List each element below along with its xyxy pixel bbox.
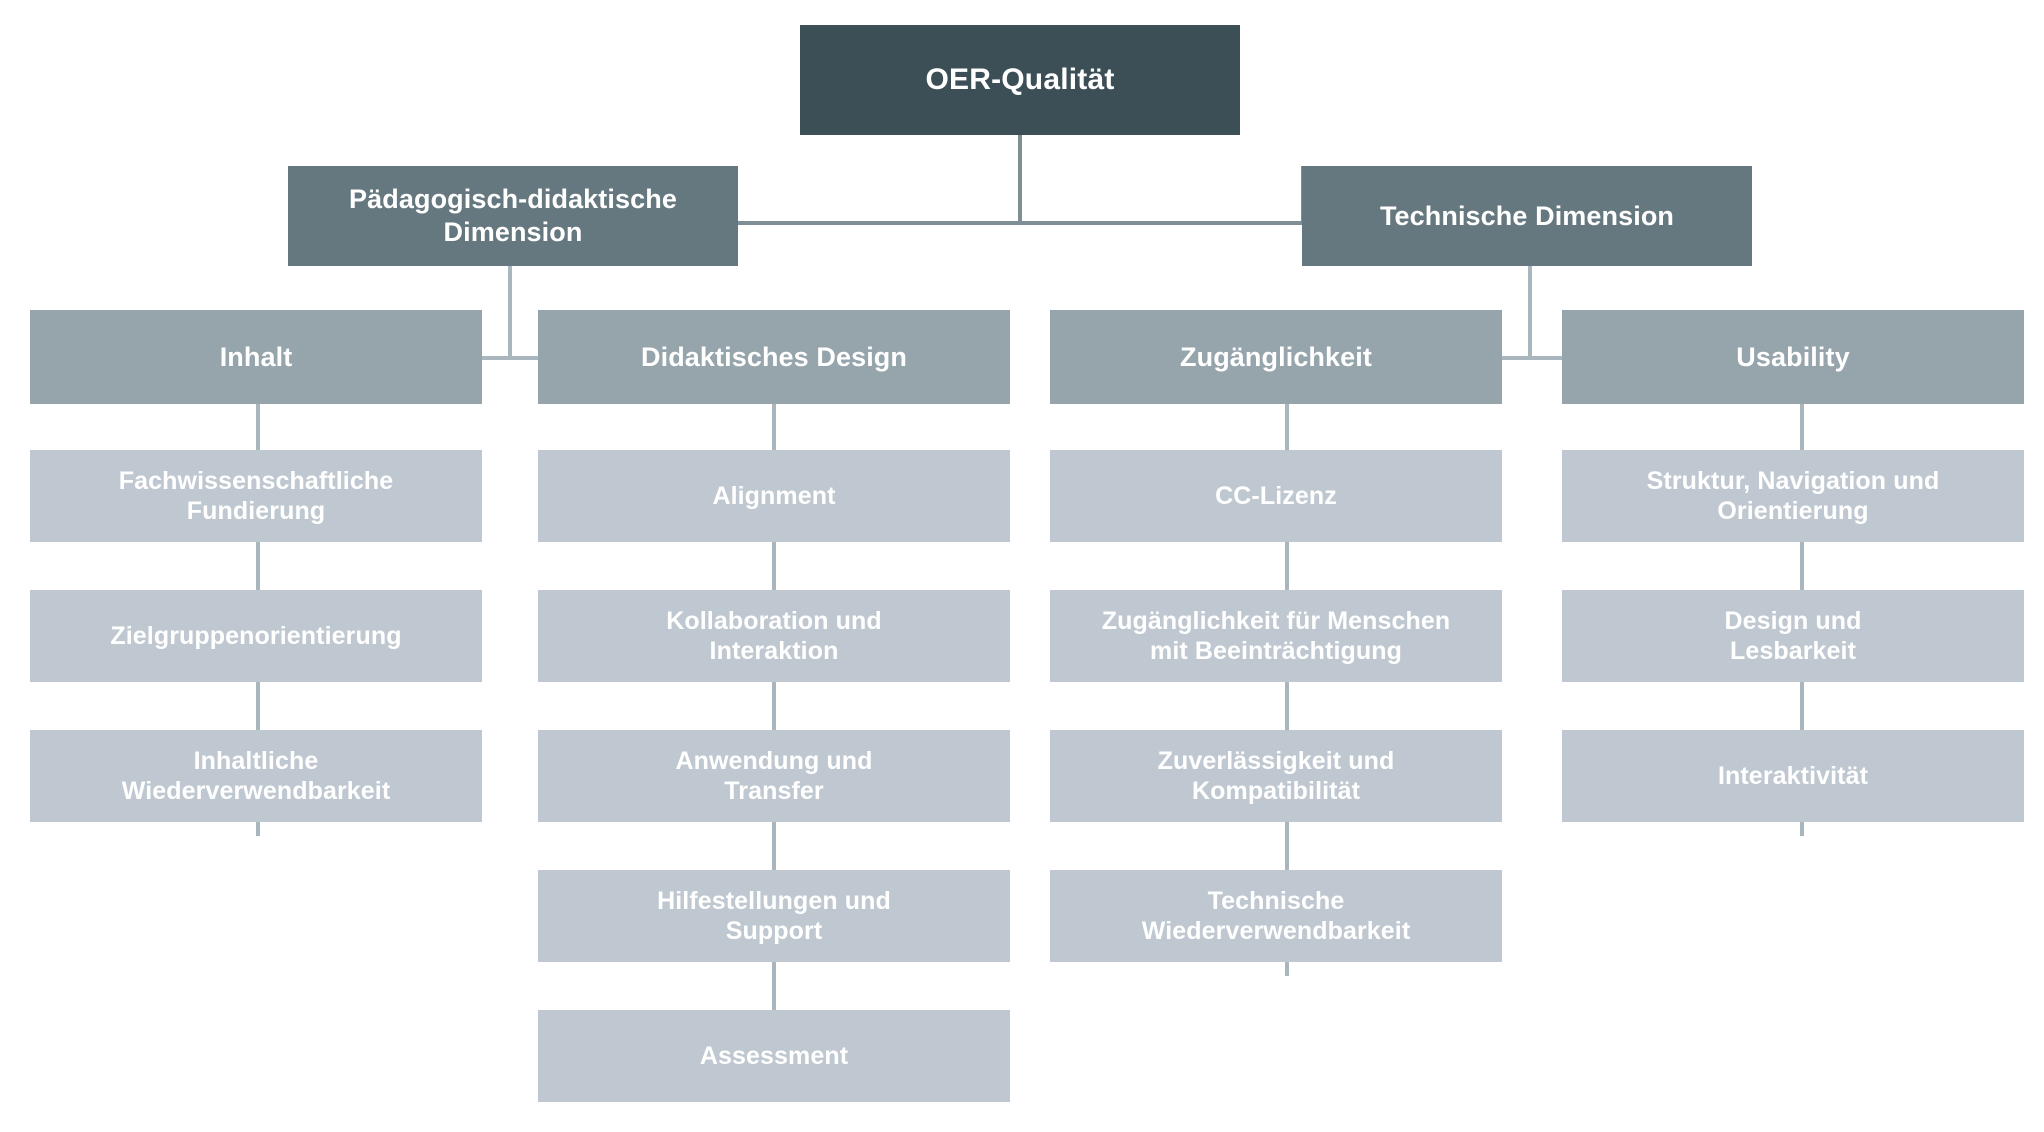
- node-leaf-hilfestellungen-und-support[interactable]: Hilfestellungen und Support: [538, 870, 1010, 962]
- node-leaf-fachwissenschaftliche-fundierung[interactable]: Fachwissenschaftliche Fundierung: [30, 450, 482, 542]
- node-leaf-inhaltliche-wiederverwendbarkeit[interactable]: Inhaltliche Wiederverwendbarkeit: [30, 730, 482, 822]
- node-category-inhalt[interactable]: Inhalt: [30, 310, 482, 404]
- node-label: Didaktisches Design: [641, 341, 907, 372]
- node-label: Design und Lesbarkeit: [1724, 606, 1862, 666]
- connector-right-dimension-down: [1528, 266, 1532, 360]
- node-leaf-anwendung-und-transfer[interactable]: Anwendung und Transfer: [538, 730, 1010, 822]
- node-leaf-alignment[interactable]: Alignment: [538, 450, 1010, 542]
- node-label: OER-Qualität: [925, 62, 1115, 96]
- node-leaf-zielgruppenorientierung[interactable]: Zielgruppenorientierung: [30, 590, 482, 682]
- node-label: Inhalt: [219, 341, 293, 372]
- node-category-didaktisches-design[interactable]: Didaktisches Design: [538, 310, 1010, 404]
- node-label: Pädagogisch-didaktische Dimension: [349, 184, 677, 247]
- node-label: CC-Lizenz: [1215, 481, 1337, 510]
- node-leaf-zuverlaessigkeit-und-kompatibilitaet[interactable]: Zuverlässigkeit und Kompatibilität: [1050, 730, 1502, 822]
- node-label: Anwendung und Transfer: [675, 746, 873, 806]
- node-category-zugaenglichkeit[interactable]: Zugänglichkeit: [1050, 310, 1502, 404]
- connector-dimension-bar: [735, 221, 1305, 225]
- node-label: Fachwissenschaftliche Fundierung: [118, 466, 394, 526]
- node-dimension-paedagogisch-didaktisch[interactable]: Pädagogisch-didaktische Dimension: [288, 166, 738, 266]
- node-label: Interaktivität: [1717, 761, 1869, 790]
- node-label: Inhaltliche Wiederverwendbarkeit: [121, 746, 391, 806]
- node-leaf-cc-lizenz[interactable]: CC-Lizenz: [1050, 450, 1502, 542]
- node-label: Zielgruppenorientierung: [110, 621, 402, 650]
- node-label: Technische Wiederverwendbarkeit: [1141, 886, 1411, 946]
- node-leaf-assessment[interactable]: Assessment: [538, 1010, 1010, 1102]
- node-leaf-technische-wiederverwendbarkeit[interactable]: Technische Wiederverwendbarkeit: [1050, 870, 1502, 962]
- node-label: Zuverlässigkeit und Kompatibilität: [1157, 746, 1395, 806]
- node-leaf-zugaenglichkeit-fuer-menschen-mit-beeintraechtigung[interactable]: Zugänglichkeit für Menschen mit Beeinträ…: [1050, 590, 1502, 682]
- node-leaf-design-und-lesbarkeit[interactable]: Design und Lesbarkeit: [1562, 590, 2024, 682]
- connector-left-category-bar: [246, 356, 774, 360]
- node-category-usability[interactable]: Usability: [1562, 310, 2024, 404]
- node-label: Kollaboration und Interaktion: [666, 606, 882, 666]
- node-root-oer-qualitaet[interactable]: OER-Qualität: [800, 25, 1240, 135]
- node-label: Assessment: [699, 1041, 849, 1070]
- node-label: Hilfestellungen und Support: [657, 886, 891, 946]
- connector-left-dimension-down: [508, 266, 512, 360]
- node-label: Zugänglichkeit für Menschen mit Beeinträ…: [1101, 606, 1451, 666]
- node-leaf-struktur-navigation-und-orientierung[interactable]: Struktur, Navigation und Orientierung: [1562, 450, 2024, 542]
- connector-right-category-bar: [1266, 356, 1794, 360]
- node-label: Struktur, Navigation und Orientierung: [1646, 466, 1940, 526]
- connector-root-stem: [1018, 135, 1022, 223]
- node-label: Usability: [1736, 341, 1850, 372]
- node-leaf-interaktivitaet[interactable]: Interaktivität: [1562, 730, 2024, 822]
- node-label: Alignment: [712, 481, 836, 510]
- node-label: Zugänglichkeit: [1180, 341, 1372, 372]
- node-label: Technische Dimension: [1379, 200, 1675, 231]
- node-leaf-kollaboration-und-interaktion[interactable]: Kollaboration und Interaktion: [538, 590, 1010, 682]
- node-dimension-technische[interactable]: Technische Dimension: [1302, 166, 1752, 266]
- connector-column-zugaenglichkeit: [1285, 404, 1289, 976]
